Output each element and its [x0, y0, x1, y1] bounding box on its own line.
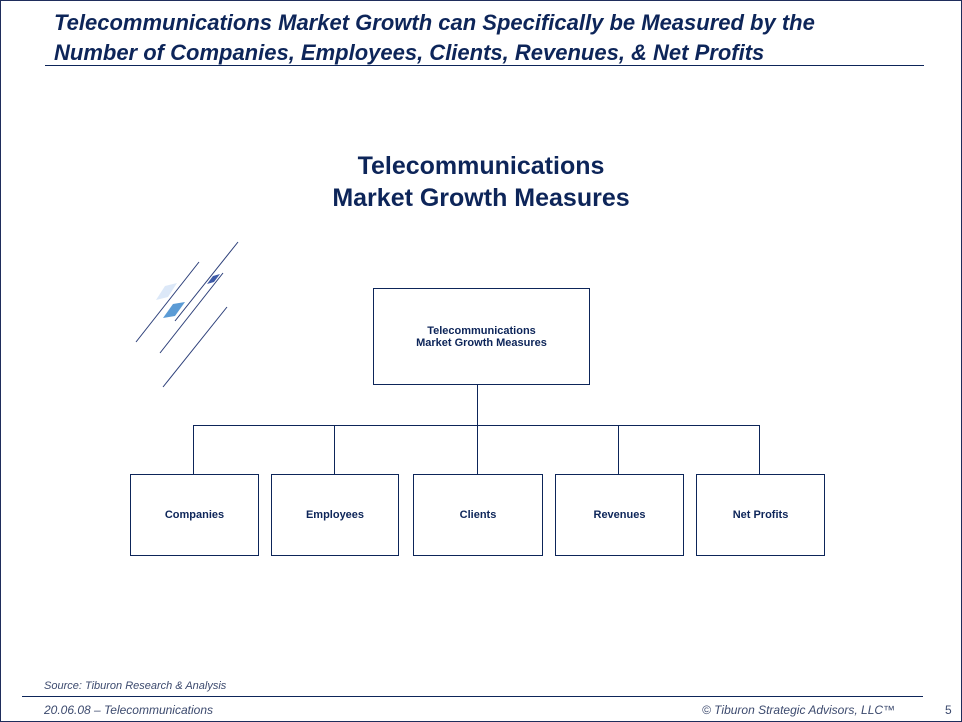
title-line-1: Telecommunications Market Growth can Spe… — [54, 10, 815, 35]
node-companies: Companies — [130, 474, 259, 556]
decor-line — [162, 306, 228, 388]
connector — [759, 425, 760, 474]
diagram-heading: Telecommunications Market Growth Measure… — [0, 150, 962, 214]
node-label: Employees — [305, 509, 365, 521]
decor-line — [174, 241, 239, 322]
footer-date-topic: 20.06.08 – Telecommunications — [44, 703, 213, 717]
connector — [193, 425, 760, 426]
connector — [618, 425, 619, 474]
node-revenues: Revenues — [555, 474, 684, 556]
connector — [193, 425, 194, 474]
decor-diamond-mid — [163, 302, 185, 318]
decor-line — [159, 272, 224, 354]
decor-diamond-dark — [207, 274, 220, 284]
node-net-profits: Net Profits — [696, 474, 825, 556]
title-divider — [45, 65, 924, 66]
source-note: Source: Tiburon Research & Analysis — [44, 680, 227, 692]
node-label: Revenues — [593, 509, 646, 521]
decor-line — [135, 261, 200, 343]
connector — [477, 425, 478, 474]
root-line-2: Market Growth Measures — [416, 336, 547, 349]
heading-line-2: Market Growth Measures — [332, 184, 630, 212]
slide-title: Telecommunications Market Growth can Spe… — [54, 8, 815, 68]
footer-copyright: © Tiburon Strategic Advisors, LLC™ — [702, 703, 896, 717]
node-label: Clients — [459, 509, 497, 521]
node-employees: Employees — [271, 474, 399, 556]
decor-diamond-light — [156, 283, 177, 300]
connector — [334, 425, 335, 474]
node-clients: Clients — [413, 474, 543, 556]
node-label: Net Profits — [732, 509, 789, 521]
footer-divider — [22, 696, 923, 697]
node-label: Companies — [164, 509, 225, 521]
title-line-2: Number of Companies, Employees, Clients,… — [54, 40, 765, 65]
root-line-1: Telecommunications — [427, 324, 536, 337]
heading-line-1: Telecommunications — [357, 152, 605, 180]
connector — [477, 385, 478, 426]
page-number: 5 — [945, 703, 952, 717]
